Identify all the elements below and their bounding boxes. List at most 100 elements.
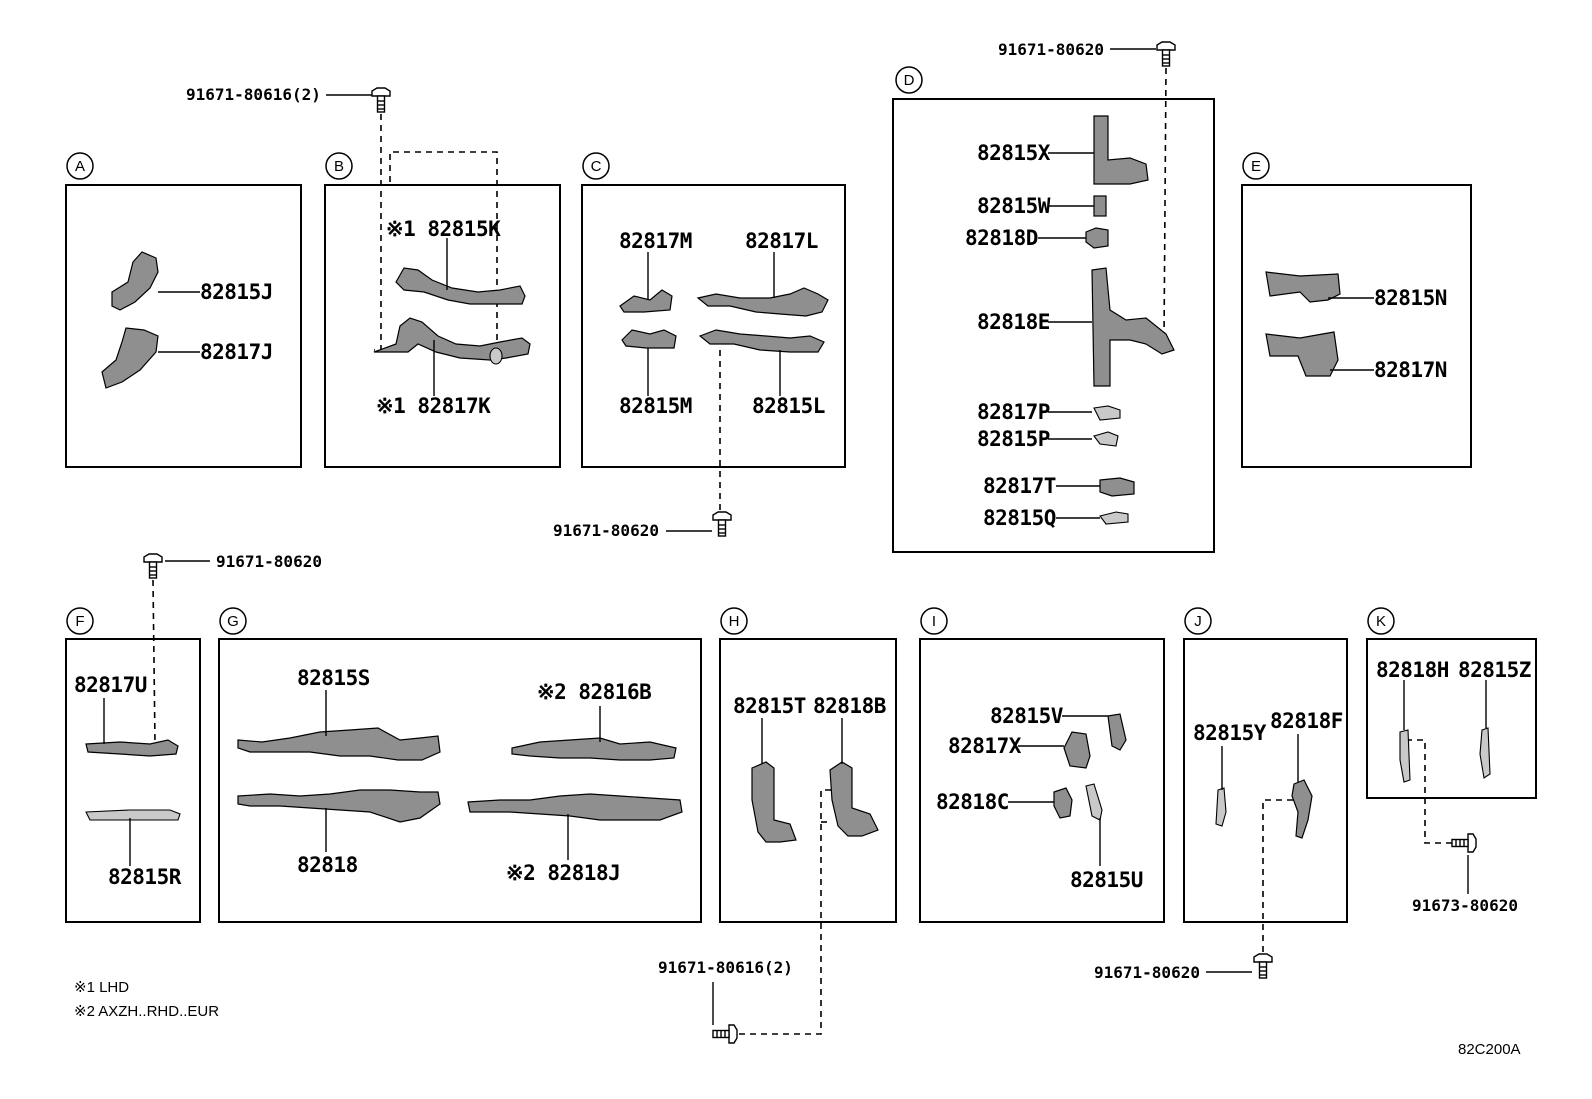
note-lhd: ※1 LHD [74,979,129,996]
label-82815S: 82815S [297,666,370,690]
part-82817K: ※1 82817K [373,317,531,418]
label-82818B: 82818B [813,694,886,718]
part-82815N: 82815N [1265,271,1447,310]
bolt-label-b5: 91671-80616(2) [658,958,793,977]
part-82815V: 82815V [990,704,1127,751]
box-H: H [719,607,897,923]
note-axzh: ※2 AXZH..RHD..EUR [74,1003,219,1020]
bolt-label-b6: 91671-80620 [1094,963,1200,982]
bolt-icon [1253,953,1273,979]
label-82815N: 82815N [1374,286,1447,310]
label-82818D: 82818D [965,226,1038,250]
box-letter-d: D [904,72,915,89]
part-82817X: 82817X [948,731,1091,769]
bolt-callout-b6: 91671-80620 [1094,799,1297,982]
part-82818C: 82818C [936,787,1073,819]
label-82815L: 82815L [752,394,825,418]
box-I: I [919,607,1165,923]
box-K: K [1366,607,1537,799]
part-82817P: 82817P [977,400,1121,424]
label-82818C: 82818C [936,790,1009,814]
label-82817J: 82817J [200,340,273,364]
bolt-callout-b7: 91673-80620 [1408,739,1518,915]
part-82818: 82818 [237,789,441,877]
box-B: B [324,152,561,468]
part-82815W: 82815W [977,194,1107,218]
box-A: A [65,152,302,468]
part-82817L: 82817L [696,229,829,317]
label-82817P: 82817P [977,400,1050,424]
bolt-label-b1: 91671-80616(2) [186,85,321,104]
part-82815Q: 82815Q [983,506,1129,530]
box-letter-b: B [334,158,344,175]
bolt-label-b2: 91671-80620 [998,40,1104,59]
label-82815Z: 82815Z [1458,658,1531,682]
bolt-icon [1156,41,1176,67]
bolt-icon [371,87,391,113]
part-82817M: 82817M [619,229,692,313]
label-82815J: 82815J [200,280,273,304]
label-82817M: 82817M [619,229,692,253]
bolt-callout-b5: 91671-80616(2) [658,789,832,1044]
part-82818B: 82818B [813,694,886,837]
part-82815R: 82815R [85,809,182,889]
part-82815K: ※1 82815K [386,217,526,305]
part-82818E: 82818E [977,267,1175,387]
label-82818E: 82818E [977,310,1050,334]
bolt-icon [712,511,732,537]
part-82817N: 82817N [1265,331,1447,382]
label-82815W: 82815W [977,194,1051,218]
box-C: C [581,152,846,468]
label-82817N: 82817N [1374,358,1447,382]
label-82815Q: 82815Q [983,506,1056,530]
part-82818J: ※2 82818J [467,793,683,885]
label-82815R: 82815R [108,865,182,889]
label-82815K: ※1 82815K [386,217,501,241]
bolt-callout-b4: 91671-80620 [143,552,322,745]
box-letter-e: E [1251,158,1261,175]
label-82817U: 82817U [74,673,147,697]
part-82818D: 82818D [965,226,1109,250]
box-F: F [65,607,201,923]
box-letter-c: C [591,158,602,175]
box-letter-j: J [1194,613,1202,630]
part-82815T: 82815T [733,694,806,843]
box-letter-i: I [932,613,936,630]
box-J: J [1183,607,1348,923]
diagram-code: 82C200A [1458,1041,1521,1058]
box-letter-k: K [1376,613,1386,630]
box-D: D [892,66,1215,553]
part-82818H: 82818H [1376,658,1449,783]
label-82818J: ※2 82818J [506,861,620,885]
label-82815P: 82815P [977,427,1050,451]
part-82815J: 82815J [111,251,273,311]
label-82817L: 82817L [745,229,818,253]
circle-label-a [66,152,94,180]
box-letter-a: A [75,158,85,175]
label-82817X: 82817X [948,734,1022,758]
label-82815X: 82815X [977,141,1051,165]
part-82815S: 82815S [237,666,441,761]
part-82815M: 82815M [619,329,692,418]
part-82816B: ※2 82816B [511,680,677,761]
bolt-icon [143,553,163,579]
bolt-callout-b2: 91671-80620 [998,40,1176,341]
part-82815P: 82815P [977,427,1119,451]
label-82816B: ※2 82816B [537,680,651,704]
bolt-icon [712,1024,738,1044]
label-82817T: 82817T [983,474,1056,498]
bolt-callout-b3: 91671-80620 [553,350,732,540]
box-G: G [218,607,702,923]
label-82818F: 82818F [1270,709,1343,733]
box-E: E [1241,152,1472,468]
label-82815U: 82815U [1070,868,1143,892]
label-82815V: 82815V [990,704,1064,728]
bolt-label-b4: 91671-80620 [216,552,322,571]
box-letter-f: F [75,613,84,630]
part-82815Y: 82815Y [1193,721,1267,827]
part-82817T: 82817T [983,474,1135,498]
label-82815Y: 82815Y [1193,721,1267,745]
label-82818H: 82818H [1376,658,1449,682]
